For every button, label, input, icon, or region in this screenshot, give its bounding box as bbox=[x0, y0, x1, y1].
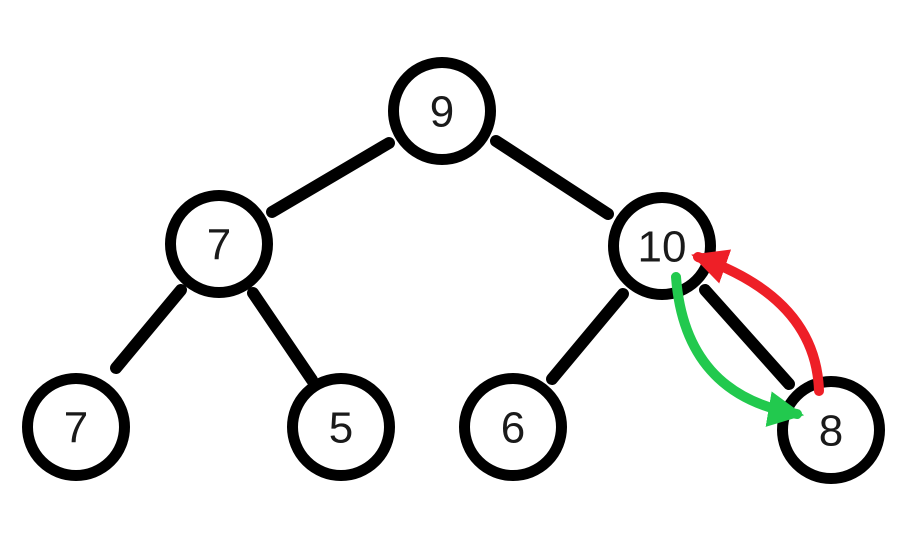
node-label: 10 bbox=[638, 222, 687, 271]
tree-edge-node-10-node-6 bbox=[546, 288, 629, 385]
node-circle bbox=[165, 190, 273, 298]
node-circle bbox=[22, 373, 130, 481]
tree-edge-node-7-node-7-leaf bbox=[110, 284, 187, 374]
node-label: 8 bbox=[819, 406, 843, 455]
tree-node-7-leaf: 7 bbox=[22, 373, 130, 481]
node-label: 6 bbox=[501, 403, 525, 452]
node-circle bbox=[777, 376, 885, 484]
tree-node-7: 7 bbox=[165, 190, 273, 298]
node-circle bbox=[388, 57, 496, 165]
node-circle bbox=[287, 373, 395, 481]
node-label: 5 bbox=[329, 403, 353, 452]
tree-node-10: 10 bbox=[608, 192, 716, 300]
node-label: 9 bbox=[430, 87, 454, 136]
tree-node-6: 6 bbox=[459, 373, 567, 481]
swap-arrow-up-node-8-to-node-10 bbox=[691, 249, 824, 396]
node-circle bbox=[459, 373, 567, 481]
node-label: 7 bbox=[64, 403, 88, 452]
tree-edge-node-9-node-10 bbox=[490, 135, 614, 220]
tree-node-9: 9 bbox=[388, 57, 496, 165]
tree-node-5: 5 bbox=[287, 373, 395, 481]
node-circle bbox=[608, 192, 716, 300]
tree-node-8: 8 bbox=[777, 376, 885, 484]
tree-edge-node-9-node-7 bbox=[266, 137, 395, 218]
node-label: 7 bbox=[207, 220, 231, 269]
swap-arrow-down-node-10-to-node-8 bbox=[671, 272, 805, 427]
tree-edge-node-7-node-5 bbox=[247, 287, 318, 386]
tree-edge-node-10-node-8 bbox=[699, 284, 795, 390]
